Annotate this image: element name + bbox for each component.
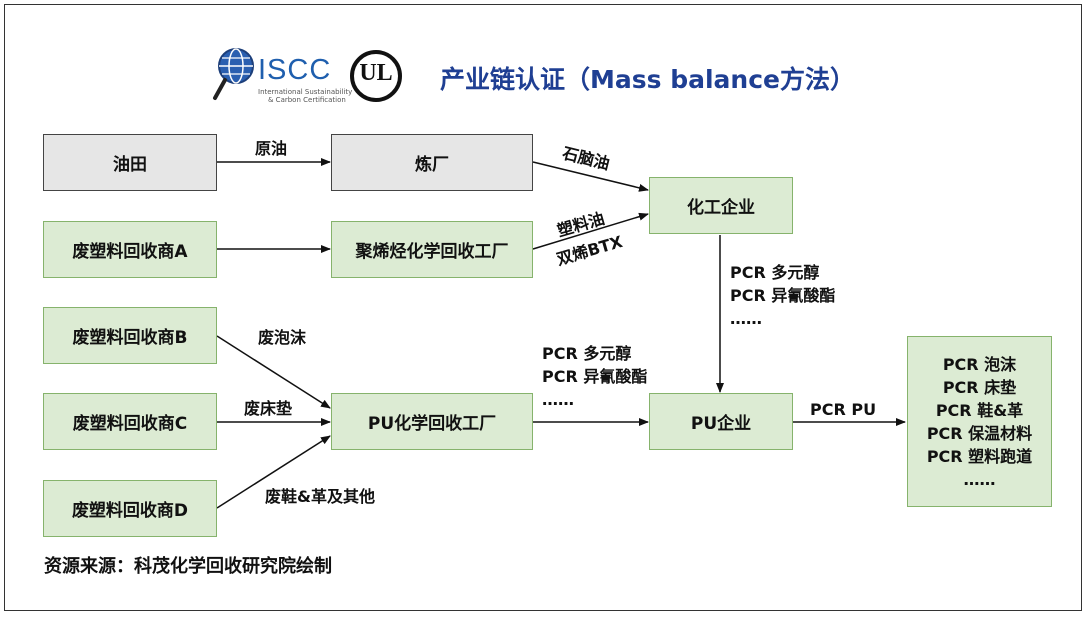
node-recycler-a: 废塑料回收商A — [43, 221, 217, 278]
label-chem-out-polyol: PCR 多元醇 — [730, 263, 820, 282]
iscc-logo: ISCC International Sustainability & Carb… — [212, 44, 352, 104]
iscc-wordmark: ISCC — [258, 54, 332, 86]
ul-circle-icon — [350, 50, 402, 102]
node-recycler-b: 废塑料回收商B — [43, 307, 217, 364]
product-item: PCR 塑料跑道 — [926, 446, 1033, 466]
source-note: 资源来源：科茂化学回收研究院绘制 — [44, 556, 332, 577]
globe-magnifier-icon — [213, 48, 254, 100]
arrow-recyclerB-puplant — [216, 335, 331, 409]
iscc-tagline-1: International Sustainability — [258, 88, 353, 96]
node-chem-company: 化工企业 — [649, 177, 793, 234]
ul-letters: UL — [359, 60, 393, 86]
product-item: PCR 鞋&革 — [935, 400, 1024, 420]
ul-logo: UL — [350, 50, 402, 102]
label-waste-mattress: 废床垫 — [244, 399, 293, 418]
node-pu-plant: PU化学回收工厂 — [331, 393, 533, 450]
label-chem-out-isocyanate: PCR 异氰酸酯 — [730, 286, 836, 305]
label-pu-out-more: …… — [542, 390, 574, 409]
product-item: …… — [963, 469, 996, 489]
label-pu-out-isocyanate: PCR 异氰酸酯 — [542, 367, 648, 386]
arrow-refinery-chem — [532, 161, 649, 192]
node-recycler-d: 废塑料回收商D — [43, 480, 217, 537]
iscc-tagline-2: & Carbon Certification — [268, 96, 346, 104]
node-products: PCR 泡沫 PCR 床垫 PCR 鞋&革 PCR 保温材料 PCR 塑料跑道 … — [907, 336, 1052, 507]
product-item: PCR 床垫 — [942, 377, 1017, 397]
label-crude: 原油 — [255, 139, 288, 158]
node-polyolefin-plant: 聚烯烃化学回收工厂 — [331, 221, 533, 278]
label-waste-foam: 废泡沫 — [258, 328, 307, 347]
arrow-polyolefin-chem — [532, 212, 649, 250]
diagram-title: 产业链认证（Mass balance方法） — [440, 65, 855, 94]
product-item: PCR 保温材料 — [926, 423, 1033, 443]
node-recycler-c: 废塑料回收商C — [43, 393, 217, 450]
node-pu-company: PU企业 — [649, 393, 793, 450]
node-oilfield: 油田 — [43, 134, 217, 191]
node-refinery: 炼厂 — [331, 134, 533, 191]
product-item: PCR 泡沫 — [942, 354, 1017, 374]
label-chem-out-more: …… — [730, 309, 762, 328]
label-pcr-pu: PCR PU — [810, 400, 877, 419]
label-waste-shoes: 废鞋&革及其他 — [265, 487, 375, 506]
label-pu-out-polyol: PCR 多元醇 — [542, 344, 632, 363]
diagram-frame — [4, 4, 1082, 611]
arrow-recyclerD-puplant — [216, 435, 331, 509]
